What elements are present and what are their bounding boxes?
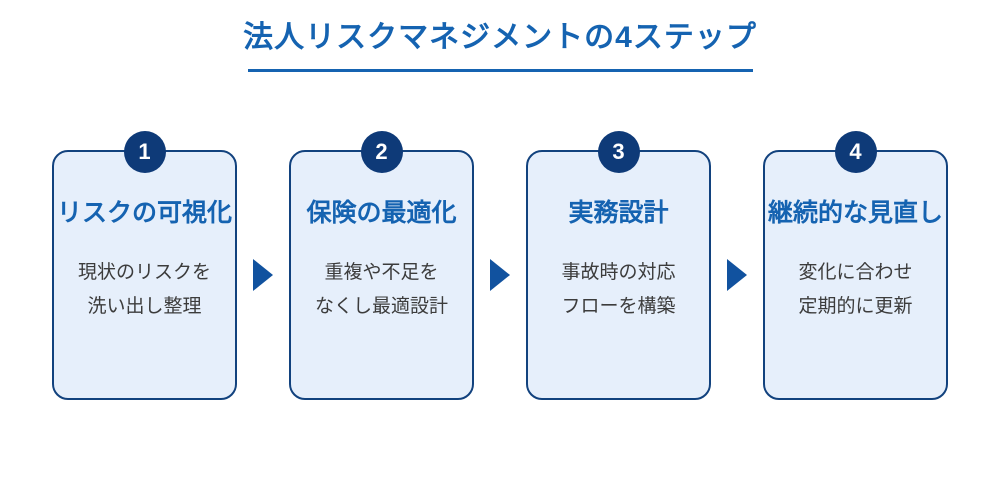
step-title: 継続的な見直し: [767, 199, 943, 227]
step-card-2: 2 保険の最適化 重複や不足を なくし最適設計: [289, 131, 474, 400]
diagram-header: 法人リスクマネジメントの4ステップ: [0, 0, 1000, 72]
step-description: 重複や不足を なくし最適設計: [314, 262, 448, 317]
step-description: 事故時の対応 フローを構築: [561, 262, 676, 317]
arrow-right-icon: [253, 259, 273, 291]
step-title: 実務設計: [568, 199, 669, 227]
arrow-slot: [237, 150, 289, 400]
step-number-badge: 3: [597, 131, 640, 173]
step-card-4: 4 継続的な見直し 変化に合わせ 定期的に更新: [763, 131, 948, 400]
title-underline: [247, 69, 753, 72]
step-card-1: 1 リスクの可視化 現状のリスクを 洗い出し整理: [52, 131, 237, 400]
step-card-3: 3 実務設計 事故時の対応 フローを構築: [526, 131, 711, 400]
step-title: リスクの可視化: [56, 199, 232, 227]
step-number-badge: 2: [360, 131, 403, 173]
page-title: 法人リスクマネジメントの4ステップ: [243, 21, 757, 54]
step-number-badge: 4: [834, 131, 877, 173]
step-number-badge: 1: [123, 131, 166, 173]
arrow-slot: [474, 150, 526, 400]
step-title: 保険の最適化: [306, 199, 457, 227]
arrow-slot: [711, 150, 763, 400]
steps-row: 1 リスクの可視化 現状のリスクを 洗い出し整理 2 保険の最適化 重複や不足を…: [0, 131, 1000, 400]
step-description: 現状のリスクを 洗い出し整理: [77, 262, 211, 317]
step-description: 変化に合わせ 定期的に更新: [798, 262, 913, 317]
arrow-right-icon: [727, 259, 747, 291]
arrow-right-icon: [490, 259, 510, 291]
